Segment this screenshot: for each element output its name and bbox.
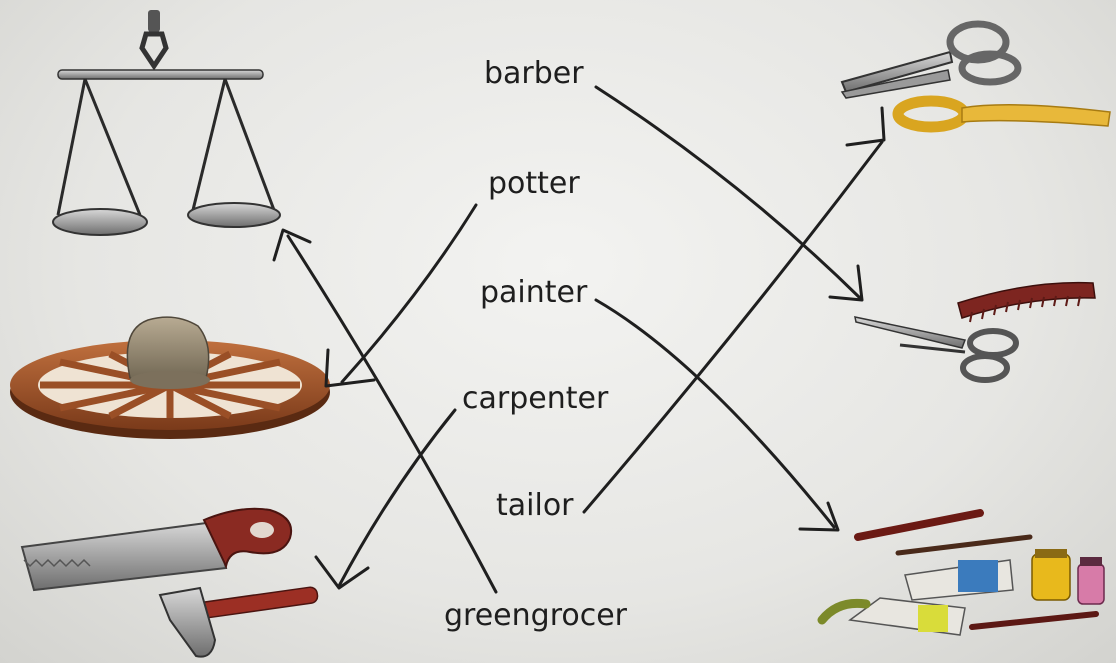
word-carpenter: carpenter [462,381,609,416]
answer-arrows [274,87,884,592]
word-potter: potter [488,166,580,201]
arrow-carpenter [339,410,455,586]
scales-picture [53,10,280,235]
arrow-painter [596,300,834,527]
arrow-tailor [584,142,882,512]
word-tailor: tailor [496,488,574,523]
saw-and-hammer-picture [22,509,318,657]
arrow-barber [596,87,860,298]
word-painter: painter [480,275,588,310]
brushes-and-paints-picture [822,513,1104,635]
scissors-and-comb-picture [855,283,1095,380]
potters-wheel-picture [10,317,330,439]
word-greengrocer: greengrocer [444,598,628,633]
word-barber: barber [484,56,584,91]
